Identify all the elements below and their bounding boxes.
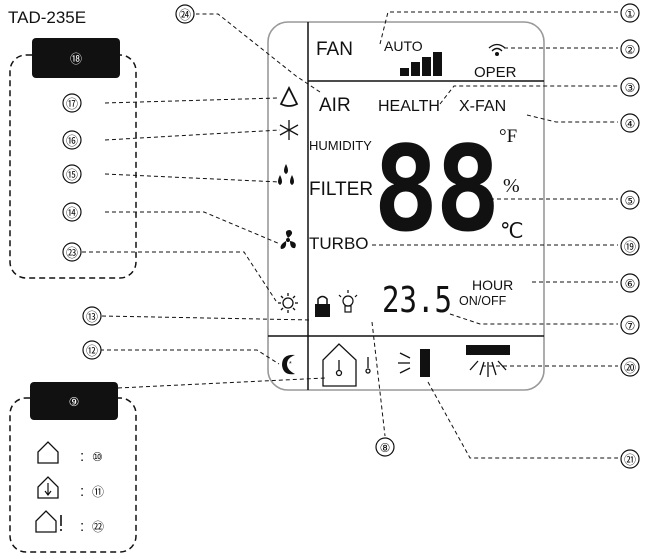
house-icon: [37, 441, 59, 464]
callout-10: ⑩: [92, 450, 103, 464]
small-digits-text: 23.5: [382, 280, 452, 321]
legend-box-bottom: [9, 397, 137, 553]
callout-17: ⑰: [62, 93, 82, 113]
callout-20-text: ⑳: [624, 361, 636, 375]
callout-7-text: ⑦: [625, 319, 636, 333]
callout-2: ②: [620, 39, 640, 59]
callout-16: ⑯: [62, 130, 82, 150]
callout-11: ⑪: [92, 485, 104, 499]
callout-7: ⑦: [620, 315, 640, 335]
legend-colon: :: [80, 448, 84, 465]
lcd-auto-label: AUTO: [384, 38, 423, 54]
lcd-air-label: AIR: [319, 95, 351, 116]
callout-22: ㉒: [92, 520, 104, 534]
callout-6: ⑥: [620, 273, 640, 293]
lcd-panel: [267, 21, 545, 391]
callout-19: ⑲: [620, 236, 640, 256]
down-arrow-icon: [44, 483, 52, 496]
callout-15: ⑮: [62, 164, 82, 184]
swing-louver-icon: [466, 345, 510, 377]
legend-row-22: : ㉒: [35, 510, 104, 535]
lcd-percent-label: %: [503, 175, 520, 197]
callout-4-text: ④: [625, 117, 636, 131]
callout-8: ⑧: [375, 437, 395, 457]
callout-4: ④: [620, 113, 640, 133]
callout-14: ⑭: [62, 202, 82, 222]
big-digits-text: 88: [373, 120, 497, 258]
callout-19-text: ⑲: [624, 240, 636, 254]
signal-icon: [488, 43, 506, 56]
fan-icon: [280, 230, 296, 249]
callout-16-text: ⑯: [66, 134, 78, 148]
callout-1: ①: [620, 3, 640, 23]
svg-text:*: *: [289, 361, 292, 368]
lcd-filter-label: FILTER: [309, 179, 373, 200]
lock-icon: [315, 295, 330, 317]
legend-header-18: [32, 38, 120, 78]
lcd-xfan-label: X-FAN: [459, 98, 506, 115]
snowflake-icon: [279, 120, 299, 140]
callout-2-text: ②: [625, 43, 636, 57]
callout-6-text: ⑥: [625, 277, 636, 291]
callout-24: ㉔: [175, 4, 195, 24]
legend-header-9: [30, 382, 118, 420]
legend-colon: :: [80, 483, 84, 500]
mode-triangle-icon: [279, 85, 299, 107]
callouts: ① ② ③ ④ ⑤ ⑲ ⑥ ⑦ ⑳ ㉑ ⑧ ㉔ ⑰ ⑯ ⑮ ⑭ ㉓ ⑬ ⑫: [62, 3, 640, 469]
callout-3-text: ③: [625, 81, 636, 95]
callout-23: ㉓: [62, 242, 82, 262]
lcd-fan-label: FAN: [316, 39, 353, 60]
dry-drops-icon: [278, 164, 294, 185]
callout-15-text: ⑮: [66, 168, 78, 182]
leader-lines: [82, 11, 618, 459]
callout-20: ⑳: [620, 357, 640, 377]
lcd-health-label: HEALTH: [378, 98, 440, 115]
callout-21-text: ㉑: [624, 453, 636, 467]
callout-12: ⑫: [82, 340, 102, 360]
callout-17-text: ⑰: [66, 97, 78, 111]
callout-13-text: ⑬: [86, 310, 98, 324]
light-bulb-icon: [338, 290, 358, 313]
callout-18: ⑱: [70, 52, 82, 66]
i-feel-remote-icon: [398, 349, 430, 377]
model-title: TAD-235E: [8, 8, 86, 27]
legend-box-top: [9, 54, 137, 279]
sleep-moon-icon: *: [282, 354, 295, 375]
callout-23-text: ㉓: [66, 246, 78, 260]
lcd-oper-label: OPER: [474, 64, 517, 81]
lcd-turbo-label: TURBO: [309, 234, 369, 253]
callout-5: ⑤: [620, 190, 640, 210]
house-outside-icon: [35, 510, 57, 533]
temp-display-house-icon: [322, 343, 371, 387]
lcd-onoff-label: ON/OFF: [459, 294, 507, 308]
callout-21: ㉑: [620, 449, 640, 469]
callout-5-text: ⑤: [625, 194, 636, 208]
lcd-degf-label: °F: [499, 126, 517, 147]
callout-14-text: ⑭: [66, 206, 78, 220]
callout-24-text: ㉔: [179, 8, 191, 22]
lcd-degc-label: ℃: [500, 219, 524, 243]
legend-row-10: : ⑩: [37, 441, 103, 465]
callout-8-text: ⑧: [380, 441, 391, 455]
callout-1-text: ①: [625, 7, 636, 21]
lcd-humidity-label: HUMIDITY: [309, 138, 372, 153]
big-digits: 88: [373, 120, 501, 258]
lcd-hour-label: HOUR: [472, 277, 513, 293]
callout-3: ③: [620, 77, 640, 97]
fan-speed-bars: [400, 52, 442, 76]
house-down-icon: [37, 476, 59, 499]
callout-9: ⑨: [69, 395, 80, 409]
legend-row-11: : ⑪: [37, 476, 104, 500]
callout-12-text: ⑫: [86, 344, 98, 358]
legend-colon: :: [80, 518, 84, 535]
callout-13: ⑬: [82, 306, 102, 326]
heat-sun-icon: [278, 293, 298, 313]
